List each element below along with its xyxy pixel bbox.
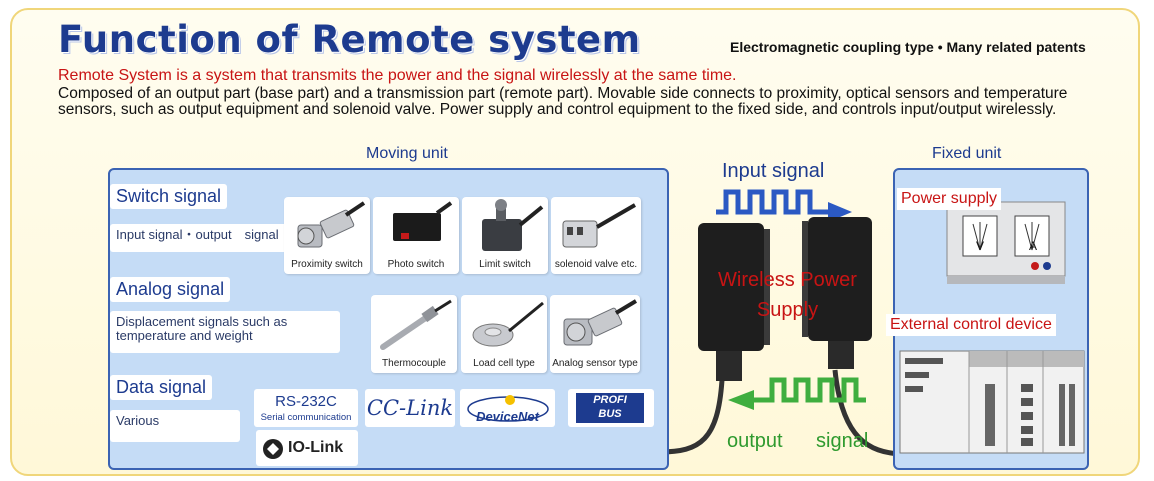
analog-sensor-caption: Analog sensor type — [552, 358, 638, 369]
devicenet-logo: DeviceNet — [460, 389, 555, 427]
subtitle: Electromagnetic coupling type • Many rel… — [730, 39, 1086, 55]
iolink-text: IO-Link — [288, 439, 344, 456]
solenoid-valve-card: solenoid valve etc. — [551, 197, 641, 274]
cclink-text: CC-Link — [366, 396, 454, 420]
power-supply-label: Power supply — [897, 188, 1002, 210]
photo-switch-card: Photo switch — [373, 197, 459, 274]
data-signal-heading: Data signal — [110, 375, 213, 400]
lead-text: Remote System is a system that transmits… — [58, 67, 737, 84]
profibus-top-text: PROFI — [593, 394, 627, 406]
load-cell-card: Load cell type — [461, 295, 547, 373]
external-control-label: External control device — [886, 314, 1056, 336]
meter-v-label: V — [976, 239, 985, 253]
coupler-heads — [698, 217, 872, 381]
thermocouple-caption: Thermocouple — [382, 358, 446, 369]
analog-sensor-card: Analog sensor type — [550, 295, 640, 373]
profibus-bottom-text: BUS — [598, 408, 622, 420]
solenoid-valve-image — [562, 203, 637, 248]
thermocouple-card: Thermocouple — [371, 295, 457, 373]
power-supply-image — [946, 201, 1066, 284]
external-control-device-image — [899, 350, 1085, 454]
iolink-icon — [263, 439, 283, 459]
rs232c-subtext: Serial communication — [260, 412, 352, 423]
limit-switch-image — [482, 199, 544, 251]
limit-switch-card: Limit switch — [462, 197, 548, 274]
rs232c-text: RS-232C — [275, 393, 337, 410]
photo-switch-image — [393, 201, 453, 241]
cclink-logo: CC-Link — [365, 389, 455, 427]
proximity-switch-card: Proximity switch — [284, 197, 370, 274]
analog-signal-text: Displacement signals such as temperature… — [110, 311, 340, 353]
output-signal-arrow — [728, 377, 866, 410]
rs232c-logo: RS-232C Serial communication — [254, 389, 358, 427]
data-signal-text: Various — [110, 410, 240, 442]
devicenet-swoosh — [467, 395, 549, 422]
load-cell-caption: Load cell type — [473, 358, 535, 369]
signal-label: signal — [816, 430, 869, 452]
thermocouple-image — [380, 299, 452, 350]
proximity-switch-caption: Proximity switch — [291, 259, 363, 270]
page-title: Function of Remote system — [58, 18, 641, 61]
profibus-logo: PROFI BUS — [568, 389, 654, 427]
moving-unit-label: Moving unit — [366, 145, 448, 162]
solenoid-valve-caption: solenoid valve etc. — [554, 259, 638, 270]
output-label: output — [727, 430, 783, 452]
switch-signal-heading: Switch signal — [110, 184, 228, 209]
fixed-unit-label: Fixed unit — [932, 145, 1002, 162]
switch-signal-text: Input signal・output signal — [110, 224, 290, 252]
description-text: Composed of an output part (base part) a… — [58, 85, 1068, 118]
photo-switch-caption: Photo switch — [387, 259, 445, 270]
analog-signal-heading: Analog signal — [110, 277, 231, 302]
wireless-power-line2: Supply — [756, 299, 819, 321]
iolink-logo: IO-Link — [256, 430, 358, 466]
input-signal-label: Input signal — [722, 160, 825, 182]
wireless-power-line1: Wireless Power — [718, 269, 857, 291]
load-cell-image — [472, 301, 544, 347]
profibus-block: PROFI BUS — [576, 393, 644, 423]
wireless-power-label: Wireless Power Supply — [700, 265, 875, 325]
limit-switch-caption: Limit switch — [479, 259, 531, 270]
meter-a-label: A — [1029, 239, 1038, 253]
devicenet-text: DeviceNet — [476, 409, 539, 424]
analog-sensor-image — [563, 299, 638, 346]
proximity-switch-image — [297, 201, 366, 248]
